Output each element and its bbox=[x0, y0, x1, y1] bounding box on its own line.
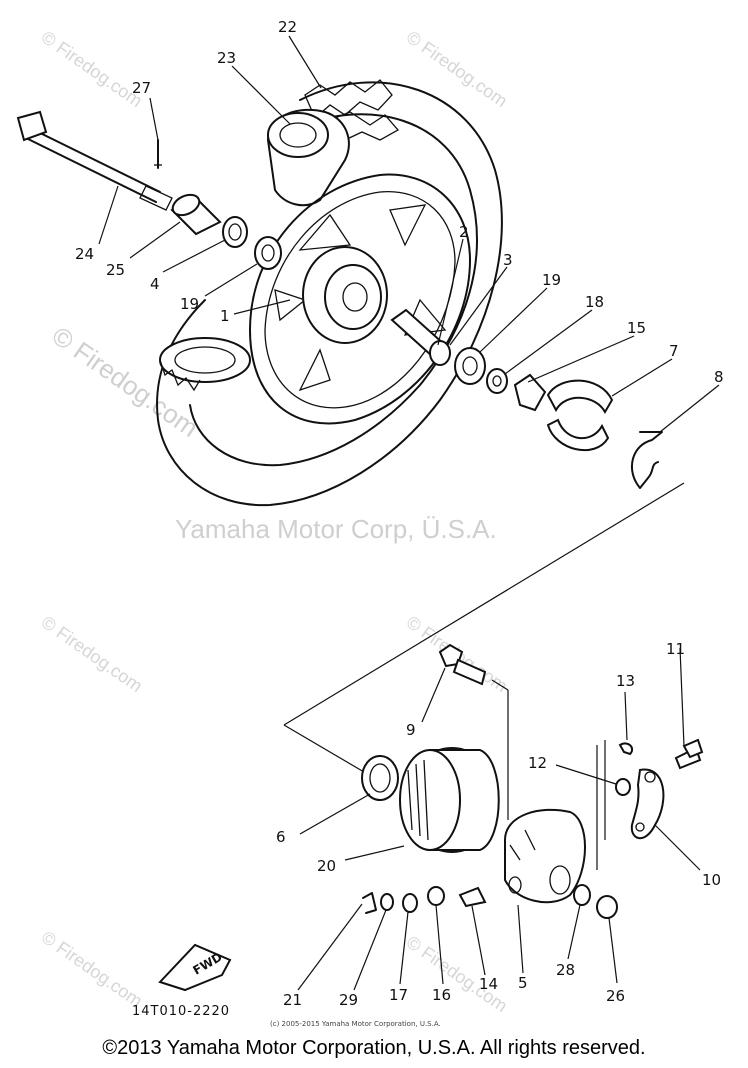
callout-5: 5 bbox=[518, 974, 528, 992]
watermark: © Firedog.com bbox=[47, 320, 204, 443]
center-watermark: Yamaha Motor Corp, Ü.S.A. bbox=[175, 514, 497, 544]
watermark: © Firedog.com bbox=[38, 27, 146, 111]
callout-6: 6 bbox=[276, 828, 286, 846]
callout-22: 22 bbox=[278, 18, 297, 36]
callout-13: 13 bbox=[616, 672, 635, 690]
small-copyright: (c) 2005-2015 Yamaha Motor Corporation, … bbox=[270, 1020, 441, 1028]
callout-28: 28 bbox=[556, 961, 575, 979]
callout-17: 17 bbox=[389, 986, 408, 1004]
callout-14: 14 bbox=[479, 975, 498, 993]
callout-8: 8 bbox=[714, 368, 724, 386]
drawing-code: 14T010-2220 bbox=[132, 1004, 230, 1019]
callout-24: 24 bbox=[75, 245, 94, 263]
callout-19: 19 bbox=[542, 271, 561, 289]
assembly-connector bbox=[283, 482, 685, 773]
callout-15: 15 bbox=[627, 319, 646, 337]
watermark: © Firedog.com bbox=[403, 27, 511, 111]
callout-29: 29 bbox=[339, 991, 358, 1009]
copyright-notice: ©2013 Yamaha Motor Corporation, U.S.A. A… bbox=[102, 1037, 646, 1059]
fwd-arrow: FWD bbox=[158, 943, 232, 992]
callout-23: 23 bbox=[217, 49, 236, 67]
callout-7: 7 bbox=[669, 342, 679, 360]
leader-lines bbox=[98, 35, 720, 991]
wheel-assembly bbox=[16, 79, 663, 507]
callout-2: 2 bbox=[459, 223, 469, 241]
callout-10: 10 bbox=[702, 871, 721, 889]
watermark: © Firedog.com bbox=[38, 612, 146, 696]
callout-16: 16 bbox=[432, 986, 451, 1004]
callout-4: 4 bbox=[150, 275, 160, 293]
watermark: © Firedog.com bbox=[38, 927, 146, 1011]
callout-18: 18 bbox=[585, 293, 604, 311]
callout-19: 19 bbox=[180, 295, 199, 313]
callout-27: 27 bbox=[132, 79, 151, 97]
callout-11: 11 bbox=[666, 640, 685, 658]
callout-25: 25 bbox=[106, 261, 125, 279]
callout-21: 21 bbox=[283, 991, 302, 1009]
callout-labels: 22 23 27 24 25 4 19 1 2 3 19 18 15 7 8 1… bbox=[75, 18, 724, 1028]
callout-1: 1 bbox=[220, 307, 230, 325]
callout-26: 26 bbox=[606, 987, 625, 1005]
callout-20: 20 bbox=[317, 857, 336, 875]
callout-12: 12 bbox=[528, 754, 547, 772]
callout-3: 3 bbox=[503, 251, 513, 269]
callout-9: 9 bbox=[406, 721, 416, 739]
brake-assembly bbox=[361, 643, 704, 919]
